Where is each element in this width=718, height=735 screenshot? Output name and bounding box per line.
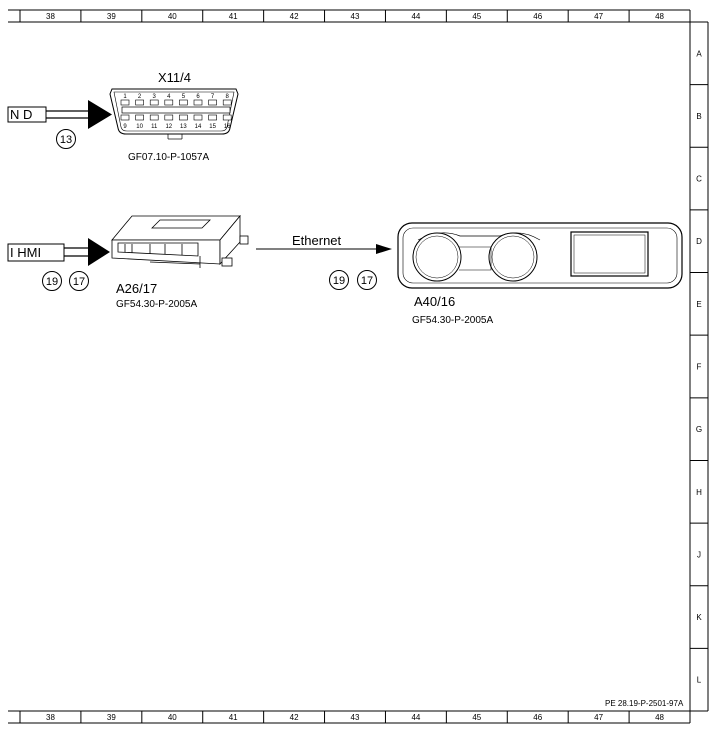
hmi-unit-ref: GF54.30-P-2005A: [116, 299, 197, 310]
ethernet-label: Ethernet: [292, 233, 342, 248]
column-number: 42: [290, 713, 299, 722]
row-letter: F: [697, 363, 702, 372]
obd-pin: [120, 114, 130, 121]
column-number: 41: [229, 12, 238, 21]
column-number: 41: [229, 713, 238, 722]
column-number: 46: [533, 713, 542, 722]
column-numbers-bottom: 38 39 40 41 42 43 44 45 46 47 48: [46, 713, 665, 722]
row-letters: A B C D E F G H J K L: [696, 49, 702, 684]
wire-top: N D 13: [7, 100, 112, 149]
column-number: 43: [351, 713, 360, 722]
column-number: 43: [351, 12, 360, 21]
row-letter: K: [696, 613, 702, 622]
row-letter: A: [696, 49, 702, 58]
row-letter: G: [696, 425, 702, 434]
obd-pin-label: 13: [180, 124, 187, 130]
obd-pin-label: 16: [224, 124, 231, 130]
wire-mid-circle-1: 19: [46, 276, 58, 288]
column-number: 40: [168, 713, 177, 722]
obd-pin: [193, 114, 203, 121]
obd-pin-label: 8: [226, 94, 230, 100]
obd-pin-label: 5: [182, 94, 186, 100]
wire-top-label: N D: [10, 107, 32, 122]
cluster-id: A40/16: [414, 294, 455, 309]
arrow-right-icon: [376, 244, 392, 254]
obd-pin: [164, 99, 174, 106]
obd-pin-label: 14: [195, 124, 202, 130]
hmi-control-unit: [111, 214, 249, 268]
cluster-ref: GF54.30-P-2005A: [412, 315, 493, 326]
column-number: 47: [594, 12, 603, 21]
column-number: 48: [655, 12, 664, 21]
obd-pin-label: 4: [167, 94, 171, 100]
obd-pin-label: 6: [196, 94, 200, 100]
obd-pin-label: 15: [209, 124, 216, 130]
column-number: 44: [411, 713, 420, 722]
row-ticks: [690, 84, 708, 649]
hmi-unit-id: A26/17: [116, 281, 157, 296]
obd-ref: GF07.10-P-1057A: [128, 152, 209, 163]
row-letter: E: [696, 300, 701, 309]
wire-top-circle: 13: [60, 134, 72, 146]
obd-pin-label: 3: [153, 94, 157, 100]
obd-pin: [193, 99, 203, 106]
row-letter: J: [697, 550, 701, 559]
row-letter: H: [696, 488, 702, 497]
row-letter: B: [696, 112, 701, 121]
obd-pin: [149, 114, 159, 121]
wire-mid-label: I HMI: [10, 245, 41, 260]
obd-pin: [164, 114, 174, 121]
obd-pin-label: 11: [151, 124, 158, 130]
obd-pin: [222, 114, 232, 121]
column-ticks-bottom: [19, 711, 691, 723]
ethernet-circle-1: 19: [333, 275, 345, 287]
obd-pin-label: 12: [165, 124, 172, 130]
obd-pin-label: 9: [123, 124, 127, 130]
column-number: 47: [594, 713, 603, 722]
obd-pin-label: 10: [136, 124, 143, 130]
obd-pin: [149, 99, 159, 106]
column-number: 38: [46, 713, 55, 722]
row-letter: D: [696, 237, 702, 246]
obd-pin: [208, 114, 217, 121]
obd-pin: [222, 99, 232, 106]
column-number: 39: [107, 12, 116, 21]
row-letter: L: [697, 676, 702, 685]
column-number: 45: [472, 713, 481, 722]
instrument-cluster: [397, 222, 683, 289]
diagram-frame: [8, 9, 709, 724]
row-letter: C: [696, 175, 702, 184]
document-reference: PE 28.19-P-2501-97A: [605, 699, 684, 708]
obd-pin: [120, 99, 130, 106]
column-number: 38: [46, 12, 55, 21]
obd-pin: [179, 99, 188, 106]
wire-mid-circle-2: 17: [73, 276, 85, 288]
arrow-right-icon: [88, 100, 112, 129]
wire-mid: I HMI 19 17: [7, 238, 110, 291]
obd-pin: [135, 114, 144, 121]
column-number: 46: [533, 12, 542, 21]
ethernet-wire: Ethernet 19 17: [256, 233, 392, 290]
column-numbers-top: 38 39 40 41 42 43 44 45 46 47 48: [46, 12, 665, 21]
obd-pin: [135, 99, 144, 106]
column-number: 44: [411, 12, 420, 21]
column-number: 39: [107, 713, 116, 722]
obd-pin-label: 1: [123, 94, 127, 100]
column-ticks-top: [19, 10, 691, 22]
obd-pin-label: 2: [138, 94, 142, 100]
obd-pin: [208, 99, 217, 106]
column-number: 40: [168, 12, 177, 21]
column-number: 48: [655, 713, 664, 722]
obd-pin: [179, 114, 188, 121]
column-number: 45: [472, 12, 481, 21]
obd-id: X11/4: [158, 70, 191, 85]
arrow-right-icon: [88, 238, 110, 266]
column-number: 42: [290, 12, 299, 21]
ethernet-circle-2: 17: [361, 275, 373, 287]
obd-pin-label: 7: [211, 94, 215, 100]
